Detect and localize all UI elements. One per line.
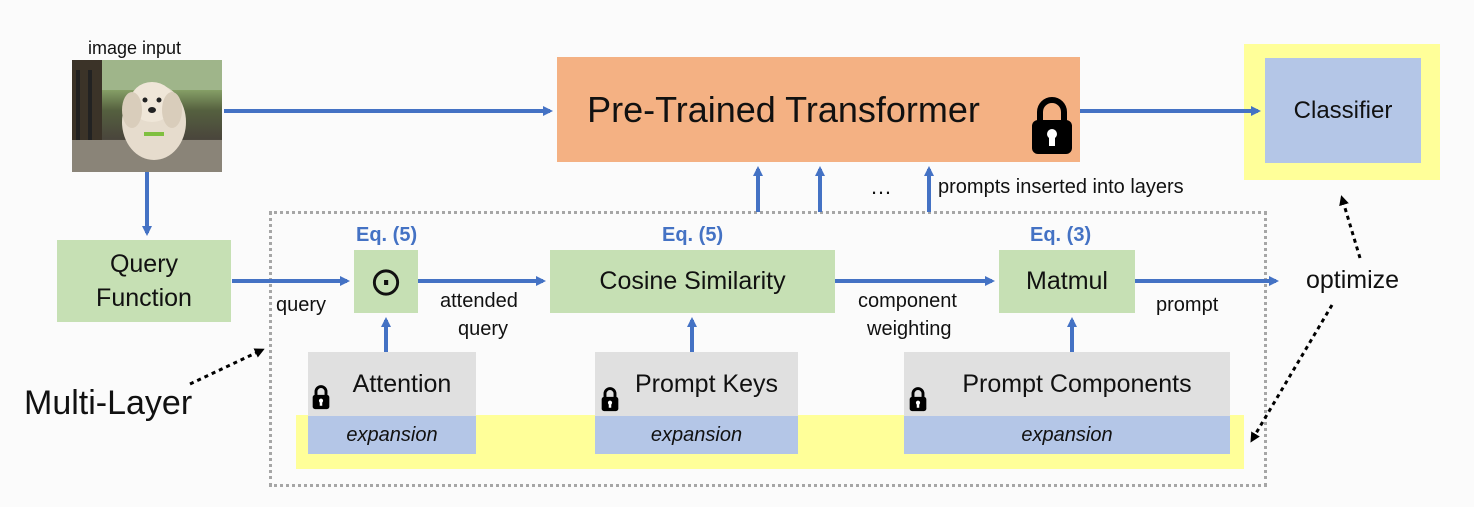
matmul-label: Matmul (1026, 267, 1108, 295)
prompt-keys-box: Prompt Keys (595, 352, 798, 416)
cosine-eq-label: Eq. (5) (662, 224, 724, 246)
query-function-line1: Query (109, 250, 179, 278)
attention-label: Attention (352, 369, 452, 398)
lock-icon (601, 387, 619, 412)
classifier-label: Classifier (1293, 96, 1393, 124)
pretrained-transformer-box: Pre-Trained Transformer (557, 57, 1080, 162)
classifier-box: Classifier (1265, 58, 1421, 163)
attention-box: Attention (308, 352, 476, 416)
query-function-line2: Function (96, 284, 192, 312)
pretrained-transformer-label: Pre-Trained Transformer (587, 88, 980, 130)
cosine-similarity-box: Cosine Similarity (550, 250, 835, 313)
cosine-similarity-label: Cosine Similarity (599, 267, 786, 295)
optimize-label: optimize (1306, 266, 1400, 294)
prompt-components-box: Prompt Components (904, 352, 1230, 416)
optimize-arrow-to-classifier (1339, 195, 1362, 259)
image-input-photo (72, 60, 222, 172)
hadamard-eq-label: Eq. (5) (356, 224, 418, 246)
attended-query-label-1: attended (440, 290, 518, 312)
matmul-box: Matmul (999, 250, 1135, 313)
prompt-components-expansion-label: expansion (1021, 423, 1113, 446)
hadamard-product-symbol: ⊙ (369, 259, 403, 304)
prompt-components-expansion: expansion (904, 416, 1230, 454)
prompt-components-label: Prompt Components (962, 369, 1192, 398)
optimize-arrow-to-expansion (1250, 304, 1334, 443)
hadamard-product-box: ⊙ (354, 250, 418, 313)
prompt-keys-label: Prompt Keys (634, 369, 779, 398)
component-weighting-label-1: component (858, 290, 957, 312)
multi-layer-label: Multi-Layer (24, 384, 193, 422)
lock-icon (312, 385, 330, 410)
prompt-keys-expansion-label: expansion (650, 423, 743, 446)
attention-expansion-label: expansion (346, 423, 438, 446)
prompts-inserted-label: prompts inserted into layers (938, 176, 1184, 198)
multi-layer-container (269, 211, 1267, 487)
lock-icon (1032, 97, 1072, 154)
attended-query-label-2: query (458, 318, 509, 340)
matmul-eq-label: Eq. (3) (1030, 224, 1092, 246)
dog-image (72, 60, 222, 172)
multi-layer-arrow (189, 348, 265, 386)
query-label: query (276, 294, 327, 316)
prompt-keys-expansion: expansion (595, 416, 798, 454)
ellipsis-label: … (870, 174, 892, 199)
prompt-label: prompt (1156, 294, 1219, 316)
query-function-box: Query Function (57, 240, 231, 322)
lock-icon (909, 387, 927, 412)
image-input-label: image input (88, 38, 182, 58)
attention-expansion: expansion (308, 416, 476, 454)
component-weighting-label-2: weighting (867, 318, 952, 340)
